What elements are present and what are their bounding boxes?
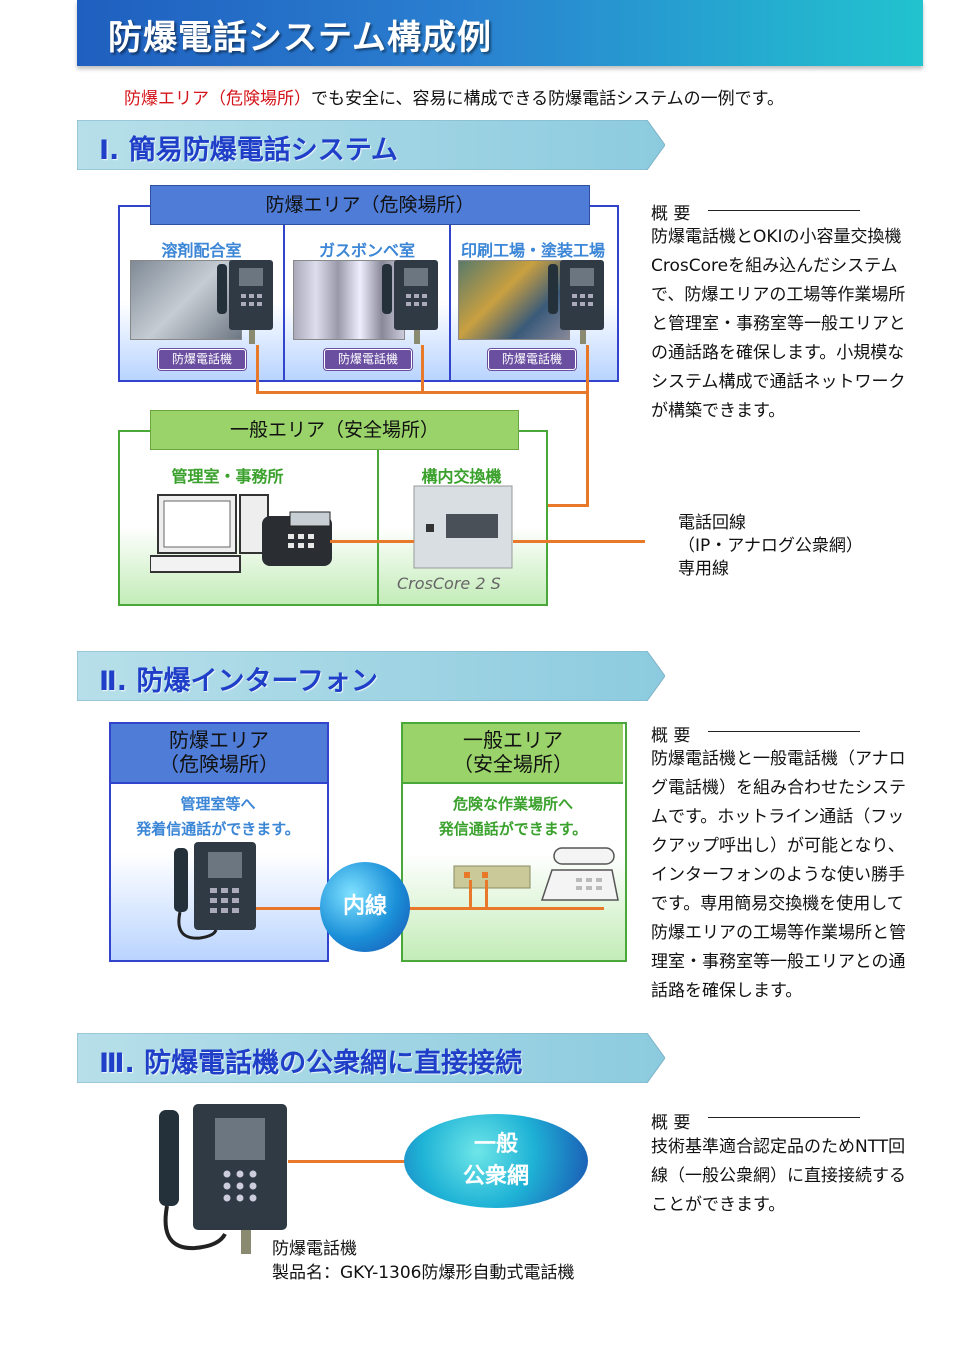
hazard-note: 管理室等へ 発着信通話ができます。	[111, 792, 325, 842]
caption-line: 防爆電話機	[272, 1239, 357, 1259]
wire	[421, 345, 424, 393]
overview-heading: 概 要	[651, 1113, 691, 1133]
section3-heading: Ⅲ. 防爆電話機の公衆網に直接接続	[99, 1048, 523, 1079]
divider	[708, 1117, 860, 1118]
explosion-proof-phone-icon	[217, 260, 273, 344]
room-name: 印刷工場・塗装工場	[460, 241, 605, 260]
phone-label: 防爆電話機	[158, 349, 246, 370]
section1-heading-arrow: Ⅰ. 簡易防爆電話システム	[77, 120, 665, 170]
hazard-area-header: 防爆エリア （危険場所）	[111, 724, 327, 784]
explosion-proof-phone-icon	[382, 260, 438, 344]
title-banner	[77, 0, 923, 66]
safe-title: 一般エリア	[463, 728, 563, 752]
intro-hazard-area: 防爆エリア（危険場所）	[124, 89, 311, 109]
caption-line: 製品名：GKY-1306防爆形自動式電話機	[272, 1263, 575, 1283]
room-name: ガスボンベ室	[318, 241, 415, 260]
line-type: 専用線	[678, 559, 729, 579]
explosion-proof-phone-icon	[159, 1104, 287, 1254]
pbx-name: 構内交換機	[421, 467, 502, 486]
section3-heading-arrow: Ⅲ. 防爆電話機の公衆網に直接接続	[77, 1033, 665, 1083]
public-network-bubble: 一般 公衆網	[404, 1114, 588, 1208]
hazard-note-line: 発着信通話ができます。	[136, 820, 300, 838]
wire	[256, 907, 604, 910]
overview-heading: 概 要	[651, 726, 691, 746]
hazard-subtitle: （危険場所）	[159, 752, 279, 776]
safe-note-line: 危険な作業場所へ	[452, 795, 573, 813]
room-name: 溶剤配合室	[161, 241, 242, 260]
office-name: 管理室・事務所	[171, 467, 284, 486]
divider	[283, 205, 285, 380]
wire	[513, 540, 645, 543]
phone-label: 防爆電話機	[324, 349, 412, 370]
hazard-note-line: 管理室等へ	[180, 795, 256, 813]
bubble-line: 公衆網	[462, 1164, 529, 1189]
overview-text: 防爆電話機とOKIの小容量交換機CrosCoreを組み込んだシステムで、防爆エリ…	[651, 227, 906, 421]
wire	[485, 880, 488, 909]
phone-label: 防爆電話機	[488, 349, 576, 370]
intro-rest: でも安全に、容易に構成できる防爆電話システムの一例です。	[311, 89, 784, 109]
wire	[515, 504, 589, 507]
extension-bubble: 内線	[320, 862, 410, 952]
safe-note-line: 発信通話ができます。	[438, 820, 588, 838]
hazard-title: 防爆エリア	[169, 728, 269, 752]
explosion-proof-phone-icon	[548, 260, 604, 344]
wire	[256, 391, 588, 394]
safe-area-header: 一般エリア （安全場所）	[403, 724, 623, 784]
product-caption: 防爆電話機 製品名：GKY-1306防爆形自動式電話機	[272, 1237, 574, 1285]
intercom-switch-icon	[453, 865, 531, 889]
pbx-box	[377, 430, 548, 606]
section2-heading: Ⅱ. 防爆インターフォン	[99, 666, 378, 697]
wire	[288, 1160, 408, 1163]
section2-heading-arrow: Ⅱ. 防爆インターフォン	[77, 651, 665, 701]
wire	[469, 880, 472, 909]
computer-icon	[150, 494, 332, 573]
line-type: 電話回線	[678, 513, 746, 533]
safe-area-label: 一般エリア（安全場所）	[150, 410, 519, 450]
bubble-line: 一般	[473, 1132, 518, 1157]
intro-text: 防爆エリア（危険場所）でも安全に、容易に構成できる防爆電話システムの一例です。	[124, 84, 784, 109]
section1-heading: Ⅰ. 簡易防爆電話システム	[99, 135, 398, 166]
divider	[708, 210, 860, 211]
safe-subtitle: （安全場所）	[453, 752, 573, 776]
line-type: （IP・アナログ公衆網）	[678, 536, 863, 556]
pbx-unit-icon	[413, 485, 513, 569]
page-title: 防爆電話システム構成例	[108, 18, 492, 58]
wire	[586, 345, 589, 506]
pbx-brand: CrosCore 2 S	[397, 574, 501, 593]
safe-note: 危険な作業場所へ 発信通話ができます。	[403, 792, 623, 842]
divider	[708, 731, 860, 732]
hazard-area-label: 防爆エリア（危険場所）	[150, 185, 590, 225]
overview-text: 防爆電話機と一般電話機（アナログ電話機）を組み合わせたシステムです。ホットライン…	[651, 749, 906, 1001]
overview-heading: 概 要	[651, 204, 691, 224]
overview-text: 技術基準適合認定品のためNTT回線（一般公衆網）に直接接続することができます。	[651, 1137, 906, 1215]
explosion-proof-phone-icon	[174, 842, 256, 940]
line-types: 電話回線 （IP・アナログ公衆網） 専用線	[678, 512, 863, 581]
wire	[256, 345, 259, 393]
divider	[449, 205, 451, 380]
analog-phone-icon	[540, 847, 619, 901]
wire	[330, 540, 414, 543]
